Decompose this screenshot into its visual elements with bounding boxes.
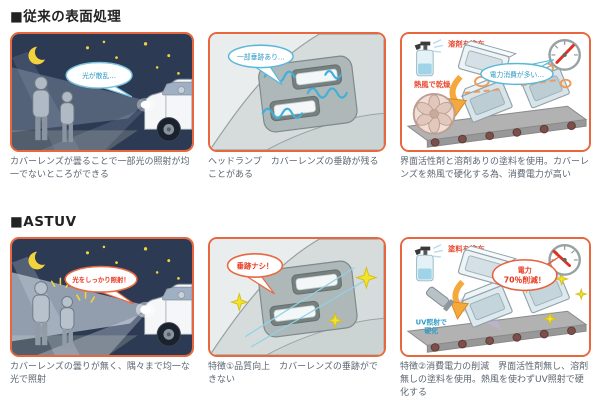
headlight-glow	[140, 305, 151, 315]
caption-astuv-headlamp: 特徴①品質向上 カバーレンズの垂跡ができない	[208, 362, 378, 386]
bubble-label: 光をしっかり照射！	[71, 275, 129, 284]
uv-lamp-icon	[425, 286, 455, 312]
process-uv-svg: 塗料を塗布	[402, 239, 589, 355]
label-uv-cure-line2: 硬化	[424, 326, 438, 335]
panel-conventional-night: 光が散乱… カバーレンズが曇ることで一部光の照射が均一でないところができる	[10, 32, 194, 190]
panel-astuv-headlamp: 垂跡ナシ！ 特徴①品質向上 カバーレンズの垂跡ができない	[208, 237, 386, 395]
driver	[177, 291, 186, 299]
caption-conventional-night: カバーレンズが曇ることで一部光の照射が均一でないところができる	[10, 157, 190, 181]
illustration-headlamp-marks: 一部垂跡あり…	[208, 32, 386, 152]
illustration-night-uniform: 光をしっかり照射！	[10, 237, 194, 357]
pedestrians	[32, 76, 75, 143]
panel-conventional-process: 溶剤を塗布 熱風で乾燥	[400, 32, 591, 190]
lens-on-belt	[460, 277, 513, 328]
headlight-beam-lower	[41, 106, 148, 150]
sparkle-rays	[50, 277, 96, 303]
caption-astuv-process: 特徴②消費電力の削減 界面活性剤無し、溶剤無しの塗料を使用。熱風を使わずUV照射…	[400, 362, 589, 399]
power-gauge-icon	[548, 38, 581, 71]
panel-conventional-headlamp: 一部垂跡あり… ヘッドランプ カバーレンズの垂跡が残ることがある	[208, 32, 386, 190]
row-astuv: 光をしっかり照射！ カバーレンズの曇りが無く、隅々まで均一な光で照射	[10, 237, 591, 399]
arrow-icon	[449, 279, 470, 320]
pedestrians	[32, 281, 75, 348]
reflection-lines	[244, 266, 367, 348]
stars-icon	[85, 245, 180, 280]
conveyor-belt	[406, 310, 588, 353]
speech-bubble: 電力消費が多い…	[480, 59, 555, 86]
speech-bubble: 光が散乱…	[65, 61, 133, 98]
moon-icon	[28, 249, 51, 270]
bubble-label: 電力消費が多い…	[490, 70, 544, 79]
speech-bubble: 垂跡ナシ！	[226, 252, 284, 295]
headlamp-clean-svg: 垂跡ナシ！	[210, 239, 384, 355]
caption-conventional-process: 界面活性剤と溶剤ありの塗料を使用。カバーレンズを熱風で硬化する為、消費電力が高い	[400, 157, 590, 181]
caption-astuv-night: カバーレンズの曇りが無く、隅々まで均一な光で照射	[10, 362, 190, 386]
illustration-night-scatter: 光が散乱…	[10, 32, 194, 152]
bubble-label-line2: 70％削減！	[504, 275, 546, 285]
illustration-process-uv: 塗料を塗布	[400, 237, 591, 357]
moon-icon	[28, 44, 51, 65]
process-hot-air-svg: 溶剤を塗布 熱風で乾燥	[402, 34, 589, 150]
conveyor-belt	[406, 105, 588, 148]
rollers	[430, 326, 576, 352]
row-conventional: 光が散乱… カバーレンズが曇ることで一部光の照射が均一でないところができる	[10, 32, 591, 190]
spray-bottle-icon	[414, 244, 444, 282]
bubble-label-line1: 電力	[518, 265, 532, 274]
section-header-astuv: ■ASTUV	[10, 214, 77, 230]
bubble-label: 光が散乱…	[82, 71, 116, 80]
bubble-label: 垂跡ナシ！	[237, 260, 274, 270]
speech-bubble: 一部垂跡あり…	[227, 44, 294, 86]
panel-astuv-process: 塗料を塗布	[400, 237, 591, 399]
stars-icon	[85, 40, 180, 75]
illustration-headlamp-clean: 垂跡ナシ！	[208, 237, 386, 357]
spray-bottle-icon	[414, 39, 444, 77]
power-gauge-icon	[548, 243, 581, 276]
fan-icon	[412, 92, 456, 135]
label-uv-cure-line1: UV照射で	[416, 318, 447, 327]
speech-bubble: 電力 70％削減！	[491, 256, 560, 292]
headlight-glow	[140, 100, 151, 109]
section-conventional: ■従来の表面処理	[10, 5, 591, 190]
illustration-process-hot-air: 溶剤を塗布 熱風で乾燥	[400, 32, 591, 152]
sparkle-icons	[232, 267, 377, 327]
car-illustration	[136, 78, 192, 142]
caption-conventional-headlamp: ヘッドランプ カバーレンズの垂跡が残ることがある	[208, 157, 379, 181]
section-astuv: ■ASTUV	[10, 214, 591, 399]
rollers	[430, 121, 576, 147]
night-uniform-svg: 光をしっかり照射！	[12, 239, 192, 355]
bubble-label: 一部垂跡あり…	[237, 52, 285, 61]
headlamp-marks-svg: 一部垂跡あり…	[210, 34, 384, 150]
label-hot-air-dry: 熱風で乾燥	[414, 80, 451, 89]
car-illustration	[135, 283, 192, 347]
gauge-needle	[552, 249, 571, 268]
speech-bubble: 光をしっかり照射！	[64, 265, 138, 305]
section-header-conventional: ■従来の表面処理	[10, 9, 122, 25]
panel-astuv-night: 光をしっかり照射！ カバーレンズの曇りが無く、隅々まで均一な光で照射	[10, 237, 194, 395]
night-scatter-svg: 光が散乱…	[12, 34, 192, 150]
driver	[177, 86, 186, 94]
headlamp-housing	[258, 260, 358, 338]
